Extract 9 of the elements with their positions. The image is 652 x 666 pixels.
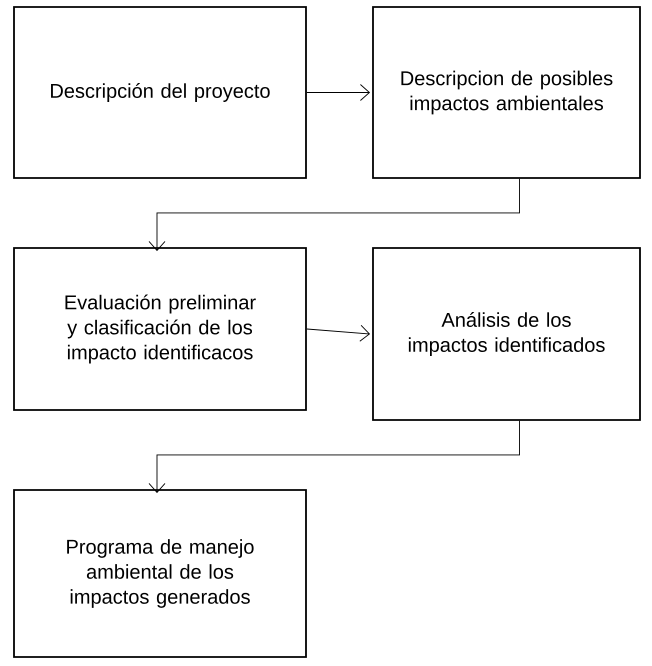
process-box: Evaluación preliminar y clasificación de los impacto identificacos — [13, 247, 307, 411]
process-box: Análisis de los impactos identificados — [372, 247, 641, 421]
arrow — [148, 178, 520, 252]
arrow — [306, 84, 370, 101]
arrow — [148, 420, 520, 494]
arrow — [306, 324, 370, 342]
process-box: Descripcion de posibles impactos ambientales — [372, 6, 641, 179]
process-box: Descripción del proyecto — [13, 6, 307, 179]
process-box: Programa de manejo ambiental de los impactos generados — [13, 489, 307, 658]
